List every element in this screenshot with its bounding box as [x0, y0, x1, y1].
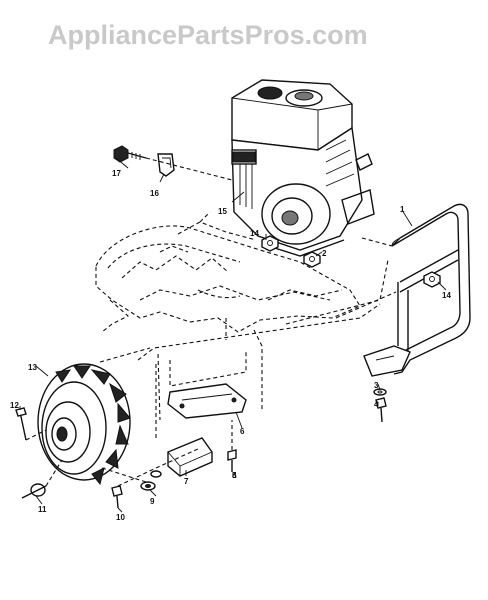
callout-4: 4 [374, 400, 379, 409]
callout-11: 11 [38, 505, 47, 514]
weight-7 [167, 437, 213, 477]
tine-housing-outline [95, 211, 361, 340]
bolt-4 [375, 397, 387, 423]
washer-9b [150, 470, 162, 478]
callout-2: 2 [322, 249, 327, 258]
pin-12 [15, 407, 27, 441]
washer-9 [140, 481, 156, 491]
bolt-10 [111, 485, 123, 509]
hairpin-clip-11 [21, 483, 47, 499]
callout-9: 9 [150, 497, 155, 506]
callout-17: 17 [112, 169, 121, 178]
leader-lines [19, 157, 447, 513]
bracket-6 [167, 383, 247, 419]
callout-15: 15 [218, 207, 227, 216]
frame-outline [137, 259, 389, 421]
callout-5: 5 [232, 471, 237, 480]
callout-7: 7 [184, 477, 189, 486]
callout-10: 10 [116, 513, 125, 522]
callout-14-handle: 14 [442, 291, 451, 300]
bracket-16 [157, 153, 175, 177]
hex-nut-14 [261, 235, 279, 252]
wheel-13 [37, 363, 131, 486]
callout-12: 12 [10, 401, 19, 410]
callout-6: 6 [240, 427, 245, 436]
bolt-17 [113, 145, 147, 163]
callout-13: 13 [28, 363, 37, 372]
callout-16: 16 [150, 189, 159, 198]
callout-8: 8 [232, 471, 237, 480]
callout-14-engine: 14 [250, 229, 259, 238]
callout-labels: 1 2 3 4 5 6 7 8 9 10 11 12 13 14 14 15 1… [10, 169, 451, 522]
hex-nut-2 [303, 251, 321, 268]
handle-frame-1 [335, 203, 471, 377]
callout-1: 1 [400, 205, 405, 214]
bolt-8 [227, 449, 237, 472]
hex-nut-14-handle [423, 271, 441, 288]
engine [231, 79, 375, 257]
watermark-text: AppliancePartsPros.com [48, 20, 368, 50]
callout-3: 3 [374, 381, 379, 390]
